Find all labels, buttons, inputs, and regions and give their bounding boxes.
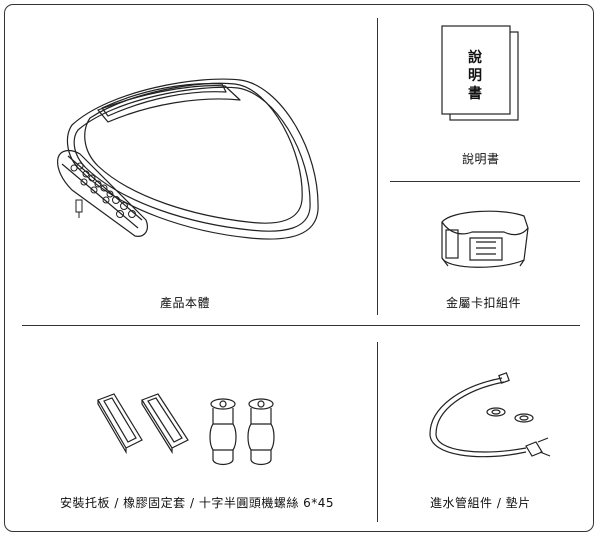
mounting-plate-illustration — [97, 393, 189, 455]
gasket-icons — [486, 407, 534, 423]
toilet-seat-illustration — [57, 78, 319, 240]
manual-cover-line-1: 說 — [468, 50, 483, 66]
water-inlet-pipe-illustration — [429, 372, 551, 458]
metal-clip-illustration — [441, 210, 529, 268]
right-horizontal-divider — [390, 181, 580, 183]
manual-booklet-illustration — [441, 25, 519, 121]
caption-manual: 說明書 — [462, 152, 500, 166]
package-contents-frame — [4, 4, 594, 532]
caption-main-body: 產品本體 — [160, 296, 211, 310]
bottom-vertical-divider — [377, 342, 379, 522]
middle-horizontal-divider — [22, 325, 580, 327]
caption-metal-clip: 金屬卡扣組件 — [446, 296, 522, 310]
manual-cover-line-2: 明 — [468, 68, 483, 84]
rubber-sleeve-screw-illustration — [209, 398, 275, 466]
caption-water-pipe: 進水管組件 / 墊片 — [430, 496, 531, 510]
top-vertical-divider — [377, 18, 379, 315]
manual-cover-line-3: 書 — [468, 86, 483, 102]
caption-mounting-parts: 安裝托板 / 橡膠固定套 / 十字半圓頭機螺絲 6*45 — [60, 496, 335, 510]
